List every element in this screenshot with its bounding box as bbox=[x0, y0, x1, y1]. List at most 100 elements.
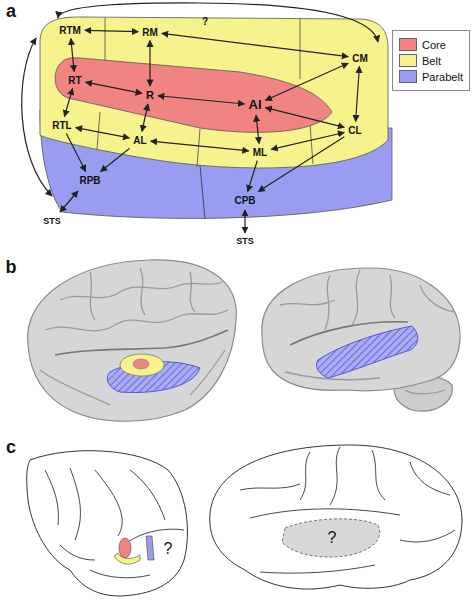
panel-letter: c bbox=[6, 438, 16, 458]
legend-row: Core bbox=[399, 38, 463, 51]
lateral-brain-drawing bbox=[282, 519, 380, 557]
label-text: ? bbox=[164, 540, 173, 557]
lateral-brain-drawing bbox=[330, 447, 340, 505]
connection-arrow bbox=[271, 132, 344, 149]
lateral-brain-drawing bbox=[372, 450, 385, 500]
brain-photo-lateral bbox=[280, 300, 335, 305]
area-name: CM bbox=[352, 53, 368, 64]
label-text: a bbox=[6, 1, 16, 21]
connection-arrow bbox=[64, 89, 72, 117]
area-label-box: CM bbox=[350, 52, 370, 65]
figure-label: ? bbox=[202, 16, 208, 27]
lateral-brain-drawing bbox=[210, 445, 462, 589]
connection-arrow bbox=[151, 141, 249, 151]
area-label-box: RM bbox=[140, 26, 160, 39]
figure-label: STS bbox=[43, 217, 61, 227]
figure-label: STS bbox=[236, 237, 254, 247]
area-name: CL bbox=[348, 125, 361, 136]
connection-arrow bbox=[162, 33, 348, 56]
connection-arrow bbox=[76, 128, 130, 138]
belt-region bbox=[300, 19, 301, 79]
coronal-section-drawing bbox=[27, 451, 188, 596]
area-label-box: RTM bbox=[57, 24, 83, 37]
brain-photo-oblique bbox=[28, 260, 237, 421]
brain-photo-lateral bbox=[352, 270, 360, 325]
label-text: STS bbox=[236, 236, 254, 246]
brain-photo-lateral bbox=[280, 270, 455, 394]
area-name: AL bbox=[133, 135, 146, 146]
brain-photo-oblique bbox=[120, 354, 164, 376]
long-connection-arrows bbox=[22, 3, 378, 233]
area-name: CPB bbox=[234, 195, 255, 206]
area-label-box: R bbox=[144, 88, 156, 102]
connection-arrow bbox=[66, 134, 85, 172]
brain-photo-oblique bbox=[55, 330, 228, 355]
coronal-section-drawing bbox=[27, 451, 188, 596]
figure-label: ? bbox=[328, 529, 337, 547]
connection-arrow bbox=[85, 30, 138, 31]
area-label-box: CPB bbox=[232, 194, 257, 207]
connection-arrow bbox=[71, 39, 74, 72]
legend-row: Parabelt bbox=[399, 70, 463, 83]
lateral-brain-drawing bbox=[240, 484, 300, 490]
brain-photo-lateral bbox=[420, 285, 455, 312]
belt-region bbox=[197, 129, 200, 166]
area-name: RT bbox=[68, 75, 81, 86]
legend-text: Core bbox=[422, 39, 446, 51]
area-name: RPB bbox=[79, 175, 100, 186]
connection-arrow bbox=[356, 67, 360, 122]
panel-letter: a bbox=[6, 2, 16, 22]
area-label-box: ML bbox=[251, 146, 269, 159]
label-text: ? bbox=[202, 16, 208, 27]
belt-region bbox=[40, 17, 388, 168]
area-name: RM bbox=[142, 27, 158, 38]
legend-text: Parabelt bbox=[422, 71, 463, 83]
connection-arrow bbox=[258, 137, 344, 192]
belt-region bbox=[97, 112, 100, 149]
area-label-box: AI bbox=[247, 97, 264, 113]
area-name: RTL bbox=[52, 120, 71, 131]
lateral-brain-drawing bbox=[410, 462, 450, 495]
coronal-section-drawing bbox=[130, 470, 165, 520]
coronal-section-drawing bbox=[90, 570, 150, 578]
label-text: b bbox=[6, 257, 17, 277]
brain-photo-oblique bbox=[140, 268, 145, 315]
connection-arrow bbox=[266, 108, 345, 128]
connection-arrow bbox=[142, 104, 148, 131]
coronal-section-drawing bbox=[95, 470, 122, 536]
belt-region bbox=[40, 17, 388, 168]
coronal-section-drawing bbox=[45, 468, 184, 578]
area-label-box: RPB bbox=[77, 174, 102, 187]
brain-photo-oblique bbox=[190, 272, 195, 312]
brain-photo-lateral bbox=[262, 268, 460, 391]
legend-swatch bbox=[399, 70, 417, 83]
area-name: RTM bbox=[59, 25, 81, 36]
area-label-box: CL bbox=[346, 124, 363, 137]
coronal-section-drawing bbox=[70, 468, 80, 540]
legend-swatch bbox=[399, 38, 417, 51]
lateral-brain-drawing bbox=[210, 445, 462, 589]
long-connection-arrows bbox=[58, 3, 378, 42]
brain-photo-oblique bbox=[28, 260, 237, 421]
coronal-section-drawing bbox=[60, 545, 95, 560]
connection-arrow bbox=[101, 149, 130, 172]
connection-arrow bbox=[86, 82, 142, 93]
area-name: R bbox=[146, 89, 154, 101]
coronal-section-drawing bbox=[114, 553, 140, 564]
area-name: AI bbox=[249, 98, 262, 112]
panel-letter: b bbox=[6, 258, 17, 278]
area-name: ML bbox=[253, 147, 267, 158]
coronal-section-drawing bbox=[146, 536, 154, 560]
area-label-box: RTL bbox=[50, 119, 73, 132]
area-label-box: AL bbox=[131, 134, 148, 147]
legend-box: CoreBeltParabelt bbox=[392, 30, 470, 91]
coronal-section-drawing bbox=[119, 538, 131, 558]
connection-arrow bbox=[149, 41, 150, 86]
legend-text: Belt bbox=[422, 55, 441, 67]
brain-photo-oblique bbox=[90, 272, 95, 320]
legend-swatch bbox=[399, 54, 417, 67]
label-text: ? bbox=[328, 529, 337, 546]
brain-photo-oblique bbox=[40, 370, 110, 405]
